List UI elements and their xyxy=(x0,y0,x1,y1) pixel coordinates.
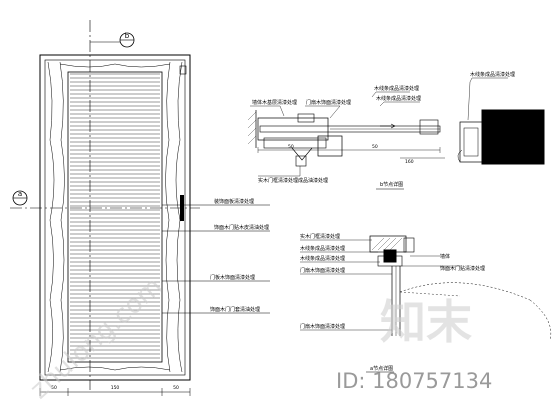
door-casing xyxy=(44,59,186,376)
a-left-callout-4: 门扇木饰面清漆处理 xyxy=(300,267,345,274)
a-caption: a节点详图 xyxy=(370,365,393,372)
b-bottom-callout: 实木门框清漆处理成品油漆处理 xyxy=(258,177,328,184)
frame-block-left xyxy=(257,117,329,141)
a-right-callout-2: 饰面木门贴清漆处理 xyxy=(440,265,485,272)
b-top-callout-3: 木线条成品清漆处理 xyxy=(470,71,515,78)
b-caption: b节点详图 xyxy=(380,181,403,188)
dim-center: 150 xyxy=(111,385,120,391)
section-line-b: b xyxy=(89,20,135,390)
b-top-callout-2: 木线条成品清漆处理 xyxy=(376,95,421,102)
a-left-callout-3: 木线条成品清漆处理 xyxy=(300,255,345,262)
b-dim-3: 160 xyxy=(405,159,414,165)
section-b-detail: 50 50 160 xyxy=(247,109,545,167)
callout-1: 饰面木门贴木皮清油处理 xyxy=(214,224,269,231)
wood-grain-left xyxy=(47,61,55,373)
wood-grain-left-2 xyxy=(59,61,65,373)
a-left-callout-1: 实木门框清漆处理 xyxy=(300,233,340,240)
section-line-a: a xyxy=(10,190,200,209)
dim-right: 50 xyxy=(173,385,179,391)
wall-block-right xyxy=(481,109,545,165)
a-right-callout-1: 墙体 xyxy=(440,253,450,260)
door-elevation xyxy=(39,54,191,381)
watermark-id: ID: 180757134 xyxy=(336,369,492,393)
b-left-callout-2: 门扇木饰面清漆处理 xyxy=(306,99,351,106)
watermark-diagonal: zhulong.com xyxy=(25,271,169,405)
elevation-dimension: 50 150 50 xyxy=(39,385,191,396)
watermark-group: zhulong.com 知末 ID: 180757134 xyxy=(25,271,493,405)
elevation-callouts: 饰面木门贴木皮清油处理 门板木饰面清漆处理 饰面木门门套清油处理 装饰面板清漆处… xyxy=(162,198,270,314)
a-left-callout-2: 木线条成品清漆处理 xyxy=(300,245,345,252)
watermark-logo: 知末 xyxy=(380,295,472,349)
dim-left: 50 xyxy=(51,385,57,391)
callout-3: 饰面木门门套清油处理 xyxy=(210,306,260,313)
wood-grain-right-2 xyxy=(165,61,171,373)
a-left-callout-5: 门扇木饰面清漆处理 xyxy=(300,323,345,330)
section-a-detail xyxy=(369,235,552,341)
section-a-label: a xyxy=(18,190,22,198)
b-dim-2: 50 xyxy=(372,144,378,150)
louvered-panel xyxy=(67,71,163,363)
door-swing-arc xyxy=(399,282,531,301)
louver-slats xyxy=(70,73,160,359)
wall-hatch xyxy=(247,111,257,145)
callout-4: 装饰面板清漆处理 xyxy=(214,198,254,205)
section-a-callouts: 实木门框清漆处理 木线条成品清漆处理 木线条成品清漆处理 门扇木饰面清漆处理 门… xyxy=(300,233,485,373)
b-left-callout-1: 墙体木基层清漆处理 xyxy=(252,99,297,106)
section-b-label: b xyxy=(125,32,130,40)
wood-grain-right xyxy=(175,61,183,373)
b-dim-1: 50 xyxy=(288,144,294,150)
callout-2: 门板木饰面清漆处理 xyxy=(210,274,255,281)
door-outer-frame xyxy=(39,54,191,381)
b-top-callout-1: 木线条成品清漆处理 xyxy=(374,85,419,92)
section-b-callouts: 木线条成品清漆处理 木线条成品清漆处理 木线条成品清漆处理 墙体木基层清漆处理 … xyxy=(250,71,515,190)
wood-grain-top xyxy=(59,63,171,68)
hinge-icon xyxy=(179,65,187,75)
wood-grain-bottom xyxy=(59,366,171,371)
